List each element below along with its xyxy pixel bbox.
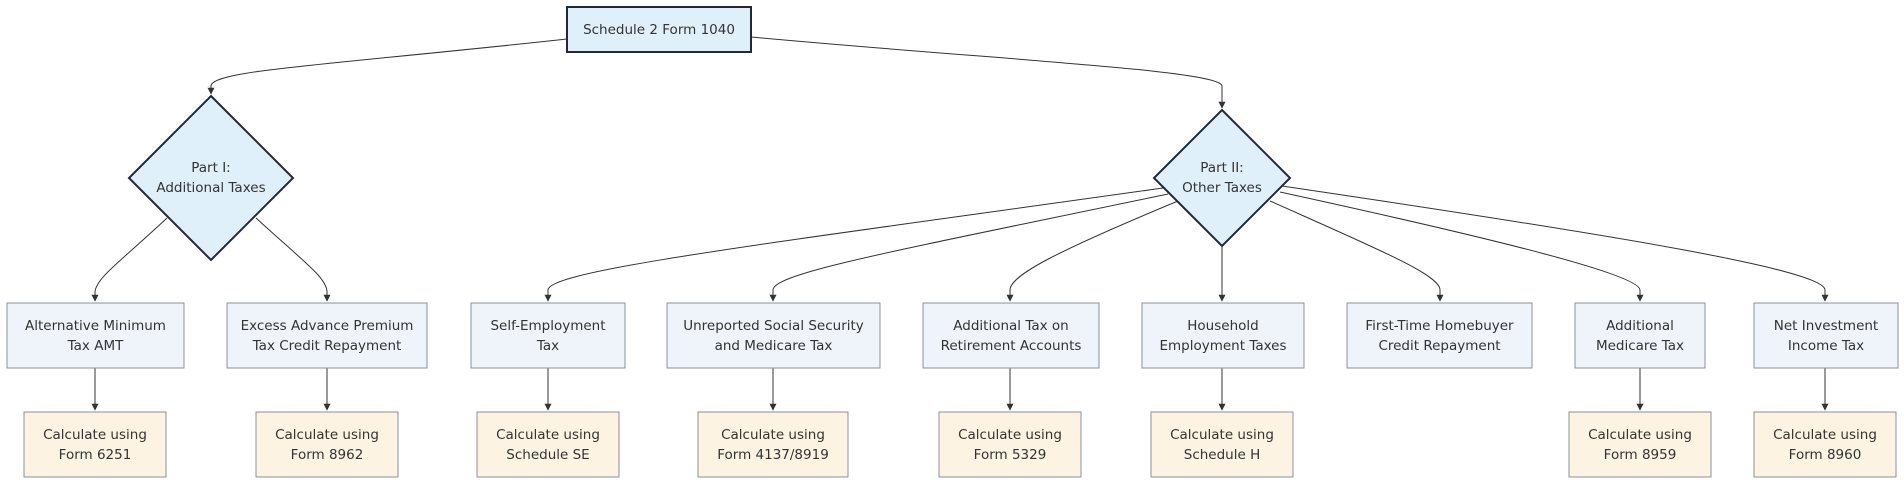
edge-root-part1 [207, 38, 568, 95]
calc-node-5 [1150, 411, 1294, 478]
calc-node-0 [23, 411, 167, 478]
calc-node-7 [1568, 411, 1712, 478]
part2-decision-node [1152, 108, 1292, 248]
edge-part2-item7 [1279, 191, 1644, 302]
calc-node-1 [255, 411, 399, 478]
edge-part2-item4 [1006, 200, 1179, 302]
item-node-7 [1574, 302, 1706, 369]
edge-part2-item2 [544, 187, 1164, 302]
calc-node-8 [1753, 411, 1897, 478]
edge-part2-item6 [1269, 200, 1444, 302]
edge-root-part2 [750, 36, 1226, 109]
item-node-6 [1346, 302, 1533, 369]
nodes [6, 6, 1899, 478]
edge-part2-item3 [769, 193, 1169, 302]
calc-node-2 [476, 411, 620, 478]
item-node-1 [226, 302, 428, 369]
edges [91, 36, 1829, 411]
edge-part1-item1 [255, 217, 331, 302]
root-node [566, 6, 752, 53]
calc-node-4 [938, 411, 1082, 478]
item-node-8 [1753, 302, 1899, 369]
item-node-4 [922, 302, 1100, 369]
edge-part1-item0 [91, 217, 168, 302]
edge-part2-item8 [1281, 185, 1829, 302]
item-node-2 [470, 302, 626, 369]
calc-node-3 [697, 411, 849, 478]
item-node-3 [666, 302, 881, 369]
part1-decision-node [127, 94, 295, 262]
item-node-0 [6, 302, 185, 369]
item-node-5 [1141, 302, 1305, 369]
